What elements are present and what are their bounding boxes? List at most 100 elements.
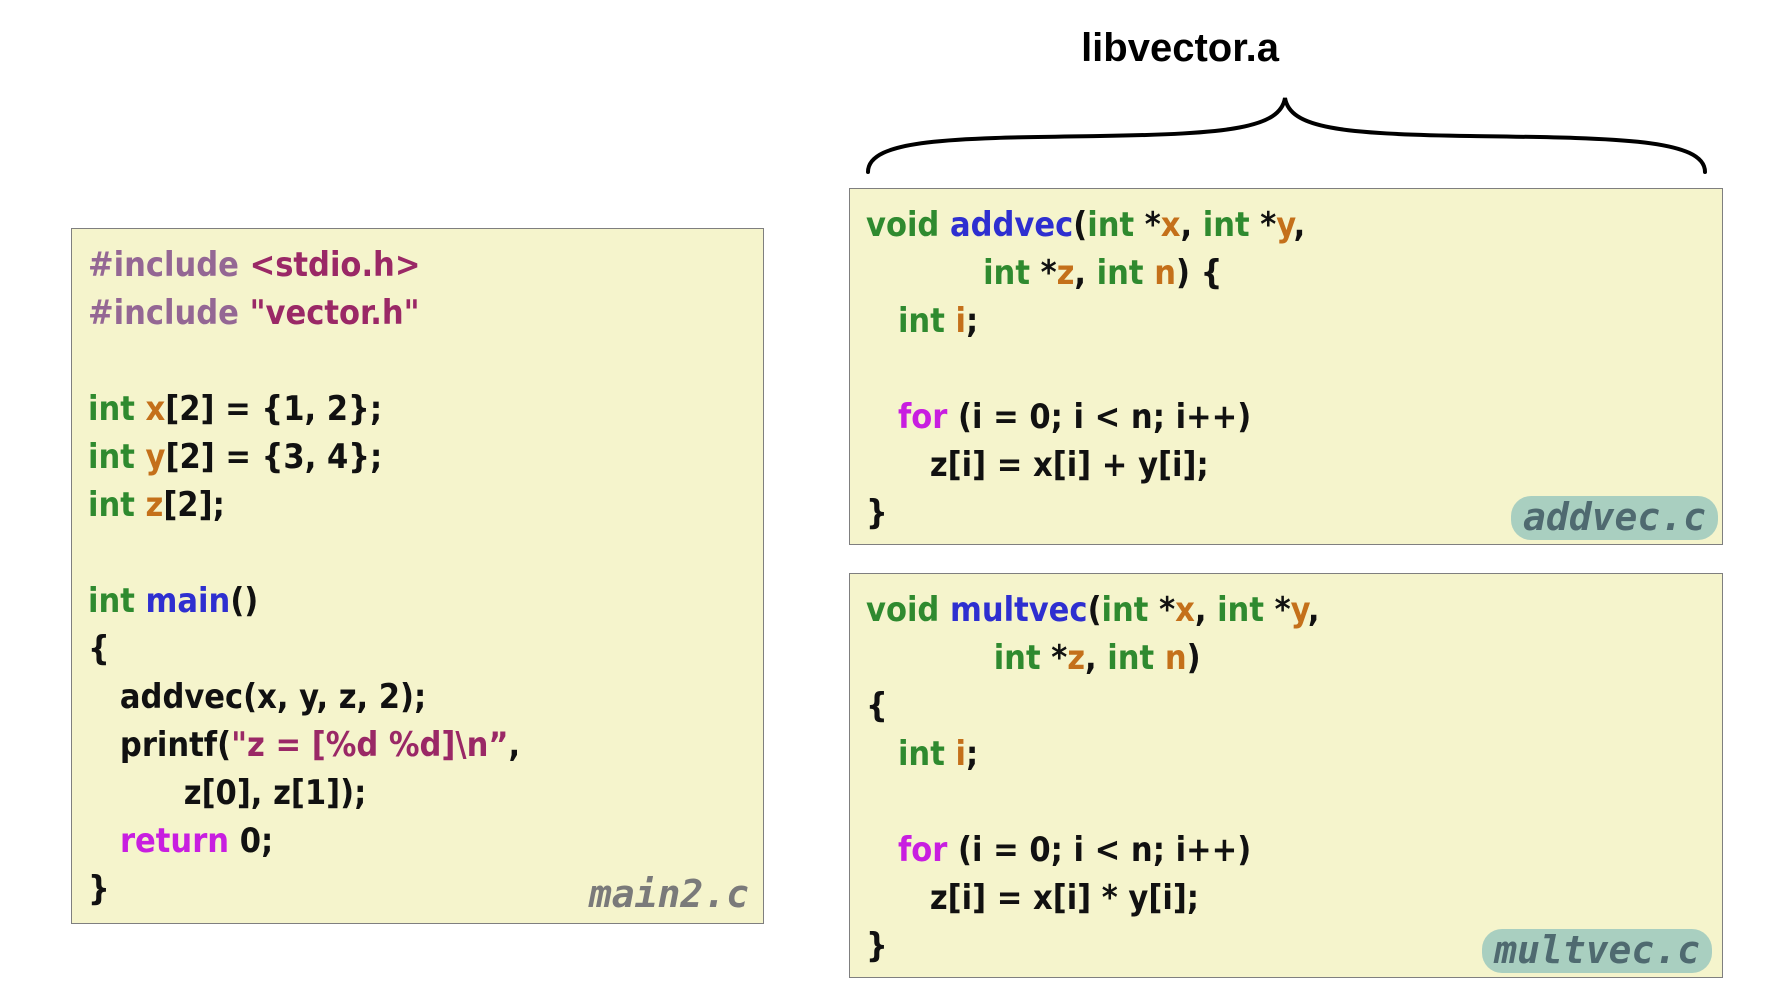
code-line: { <box>866 682 1320 730</box>
code-token: () <box>230 581 259 621</box>
code-token: } <box>866 493 888 533</box>
code-token: x <box>1175 590 1195 630</box>
code-token: addvec(x, y, z, 2); <box>88 677 427 717</box>
code-line: #include <stdio.h> <box>88 241 520 289</box>
code-token: , <box>1085 638 1108 678</box>
code-token: , <box>1194 590 1218 630</box>
code-line <box>88 337 520 385</box>
code-token: * <box>1274 590 1291 630</box>
code-token: z <box>145 485 164 525</box>
code-token: [2] = {3, 4}; <box>165 437 383 477</box>
code-line: int *z, int n) { <box>866 249 1305 297</box>
code-token: int <box>88 389 146 429</box>
code-token: "vector.h" <box>249 293 420 333</box>
code-token: int <box>1202 205 1261 245</box>
code-line: printf("z = [%d %d]\n”, <box>88 721 520 769</box>
code-token: [2]; <box>163 485 225 525</box>
code-token: i <box>955 734 966 774</box>
code-token <box>88 821 120 861</box>
code-token: int <box>1096 253 1155 293</box>
code-token: for <box>897 397 948 437</box>
code-line: int i; <box>866 730 1320 778</box>
code-token: n <box>1164 638 1187 678</box>
code-token: int <box>983 253 1041 293</box>
code-token: int <box>88 485 146 525</box>
code-token: ) <box>1186 638 1201 678</box>
code-line: } <box>866 489 1305 537</box>
code-token: * <box>1144 205 1161 245</box>
code-token: multvec <box>949 590 1088 630</box>
code-token: ; <box>965 734 979 774</box>
code-line: void addvec(int *x, int *y, <box>866 201 1305 249</box>
code-token: int <box>88 437 146 477</box>
code-token: } <box>88 869 110 909</box>
code-token: , <box>1074 253 1097 293</box>
code-token: z <box>1056 253 1075 293</box>
code-token: "z = [%d %d]\n” <box>231 725 509 765</box>
code-line: int x[2] = {1, 2}; <box>88 385 520 433</box>
code-line: { <box>88 625 520 673</box>
code-token <box>866 830 898 870</box>
code-token: z[0], z[1]); <box>88 773 367 813</box>
addvec-code: void addvec(int *x, int *y, int *z, int … <box>866 201 1305 537</box>
code-token: void <box>866 590 950 630</box>
code-token: { <box>88 629 110 669</box>
code-token: ; <box>965 301 979 341</box>
code-token: z <box>1067 638 1086 678</box>
main-source-box: #include <stdio.h>#include "vector.h"int… <box>71 228 764 924</box>
addvec-source-box: void addvec(int *x, int *y, int *z, int … <box>849 188 1723 545</box>
code-token <box>866 397 898 437</box>
code-line <box>866 778 1320 826</box>
code-line: for (i = 0; i < n; i++) <box>866 393 1305 441</box>
code-token: , <box>1180 205 1203 245</box>
code-token: , <box>1307 590 1320 630</box>
main-code: #include <stdio.h>#include "vector.h"int… <box>88 241 520 913</box>
code-token <box>866 301 898 341</box>
code-token: int <box>1217 590 1275 630</box>
code-token: int <box>88 581 146 621</box>
code-line: } <box>866 922 1320 970</box>
code-token: 0; <box>229 821 274 861</box>
code-line: } <box>88 865 520 913</box>
code-token: * <box>1051 638 1068 678</box>
code-token: n <box>1154 253 1176 293</box>
code-token: x <box>1160 205 1181 245</box>
code-line: z[0], z[1]); <box>88 769 520 817</box>
code-token: z[i] = x[i] * y[i]; <box>866 878 1200 918</box>
code-line: addvec(x, y, z, 2); <box>88 673 520 721</box>
code-line: #include "vector.h" <box>88 289 520 337</box>
code-token: printf( <box>88 725 232 765</box>
code-line: int *z, int n) <box>866 634 1320 682</box>
code-token: #include <box>88 245 250 285</box>
code-token: { <box>866 686 888 726</box>
code-line: for (i = 0; i < n; i++) <box>866 826 1320 874</box>
code-token: , <box>508 725 521 765</box>
code-token: int <box>897 301 956 341</box>
code-token: int <box>1107 638 1165 678</box>
code-token <box>866 638 994 678</box>
code-line: z[i] = x[i] * y[i]; <box>866 874 1320 922</box>
multvec-code: void multvec(int *x, int *y, int *z, int… <box>866 586 1320 970</box>
code-token: int <box>897 734 956 774</box>
code-token: return <box>119 821 230 861</box>
code-token: i <box>955 301 966 341</box>
code-line: return 0; <box>88 817 520 865</box>
code-line: int z[2]; <box>88 481 520 529</box>
multvec-filename: multvec.c <box>1482 929 1712 973</box>
code-token: int <box>1101 590 1160 630</box>
code-line <box>88 529 520 577</box>
code-token: y <box>1276 205 1294 245</box>
library-title: libvector.a <box>1081 26 1279 70</box>
code-token: for <box>897 830 948 870</box>
code-token: ( <box>1087 590 1102 630</box>
code-token: [2] = {1, 2}; <box>165 389 383 429</box>
code-token: * <box>1260 205 1277 245</box>
code-token: <stdio.h> <box>249 245 421 285</box>
code-line: void multvec(int *x, int *y, <box>866 586 1320 634</box>
code-token: ( <box>1073 205 1088 245</box>
code-token <box>866 734 898 774</box>
code-token: #include <box>88 293 250 333</box>
library-brace <box>866 97 1707 174</box>
code-line: z[i] = x[i] + y[i]; <box>866 441 1305 489</box>
addvec-filename: addvec.c <box>1510 496 1718 540</box>
